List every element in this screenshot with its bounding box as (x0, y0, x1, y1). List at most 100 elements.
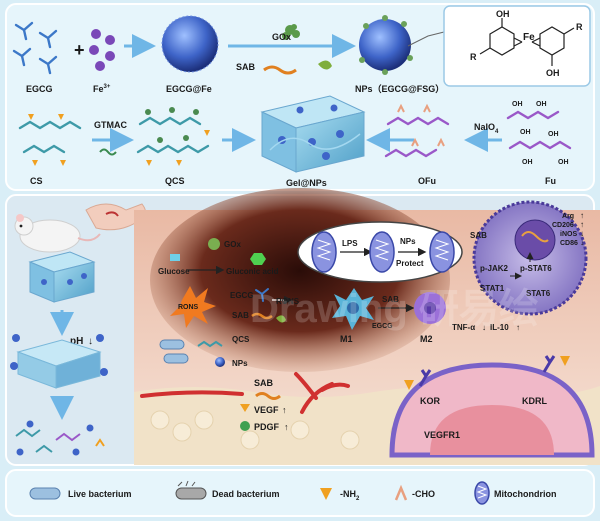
leaf-icon (318, 60, 332, 70)
label-egcg-bottom: EGCG (230, 291, 254, 300)
qcs-quaternary-groups (145, 107, 199, 143)
mitochondrion-protected (429, 231, 455, 273)
label-gluconic-acid: Gluconic acid (226, 267, 279, 276)
marker-list: Arg CD206 iNOS CD86 (552, 213, 578, 247)
label-vegf: VEGF (254, 405, 279, 415)
svg-text:OH: OH (522, 159, 533, 166)
il10-up-arrow: ↑ (516, 323, 520, 332)
label-nps-protect-1: NPs (400, 237, 416, 246)
egcg-molecules (12, 21, 58, 75)
legend-nh2-icon (320, 488, 332, 500)
legend-cho-icon (394, 484, 408, 501)
legend-cho: -CHO (412, 489, 435, 499)
chem-r-right: R (576, 22, 583, 32)
label-gox-bottom: GOx (224, 240, 241, 249)
fe-ions (89, 29, 115, 71)
chem-oh-bottom: OH (546, 68, 560, 78)
label-cs: CS (30, 176, 43, 186)
label-cd206: CD206 (552, 222, 574, 229)
label-pstat6: p-STAT6 (520, 264, 552, 273)
tnf-down-arrow: ↓ (482, 323, 486, 332)
legend-dead-icon (175, 480, 207, 500)
sab-icon-vessel (255, 392, 281, 400)
egcg-molecule-bottom (255, 288, 269, 302)
mitochondrion-lps (369, 231, 395, 273)
label-stat1: STAT1 (480, 284, 505, 293)
label-sab-bottom: SAB (232, 311, 249, 320)
label-fe: Fe3+ (93, 84, 111, 94)
bacterium-icon-2 (163, 353, 189, 364)
label-gtmac: GTMAC (94, 120, 127, 130)
leaf-icon-bottom (276, 315, 286, 323)
label-rons: RONS (276, 297, 300, 306)
gel-swelling (10, 334, 108, 389)
label-gel: Gel@NPs (286, 178, 327, 188)
svg-text:OH: OH (512, 101, 523, 108)
cd86-down-arrow: ↓ (580, 238, 584, 247)
pdgf-icon (240, 421, 250, 431)
chemical-structure (479, 18, 575, 66)
nps-icon-bottom (215, 357, 225, 367)
wound-on-hand (105, 211, 119, 217)
inos-down-arrow: ↓ (580, 229, 584, 238)
vegf-icon (240, 404, 250, 412)
label-qcs: QCS (165, 176, 185, 186)
cs-chains (18, 120, 82, 154)
label-cd86: CD86 (560, 240, 578, 247)
gluconic-acid-icon (250, 253, 266, 265)
plus-sign: + (74, 40, 85, 60)
chem-fe: Fe (523, 32, 535, 43)
legend-nh2: -NH2 (340, 489, 360, 502)
label-pdgf: PDGF (254, 422, 280, 432)
chem-r-left: R (470, 52, 477, 62)
label-egcg: EGCG (26, 84, 53, 94)
label-rons-burst: RONS (178, 304, 199, 311)
blood-vessels (140, 372, 350, 414)
label-inos: iNOS (560, 231, 577, 238)
cell-nucleus (514, 219, 556, 261)
label-kdrl: KDRL (522, 396, 547, 406)
label-vegfr1: VEGFR1 (424, 430, 460, 440)
zoom-line (407, 31, 445, 47)
label-nps: NPs（EGCG@FSG） (355, 84, 444, 94)
endothelial-nucleus (430, 405, 554, 455)
gox-enzyme-icon (282, 24, 300, 40)
label-il10: IL-10 (490, 323, 509, 332)
label-sab-cell: SAB (470, 231, 487, 240)
chemical-structure-box (443, 5, 591, 87)
egcg-fe-particle (162, 16, 218, 72)
label-nps-bottom: NPs (232, 359, 248, 368)
label-tnf: TNF-α (452, 323, 475, 332)
ofu-chains (384, 116, 450, 158)
gel-cube-applied (28, 251, 96, 303)
mouse-illustration (14, 214, 101, 253)
label-sab-vessel: SAB (254, 378, 274, 388)
gtmac-icon (99, 148, 117, 156)
svg-text:OH: OH (548, 131, 559, 138)
label-egcg-fe: EGCG@Fe (166, 84, 212, 94)
gox-enzyme-small (208, 238, 220, 250)
label-glucose: Glucose (158, 267, 190, 276)
ofu-cho-markers (397, 103, 445, 147)
nps-surface-enzymes (359, 15, 413, 75)
qcs-chains (136, 116, 210, 154)
label-pjak2: p-JAK2 (480, 264, 509, 273)
arg-up-arrow: ↑ (580, 211, 584, 220)
legend-mito-icon (474, 481, 490, 505)
degraded-fragments (15, 420, 105, 456)
svg-text:OH: OH (520, 129, 531, 136)
label-m2: M2 (420, 334, 433, 344)
pdgf-up-arrow: ↑ (284, 422, 289, 432)
vegf-up-arrow: ↑ (282, 405, 287, 415)
gel-block (260, 95, 366, 173)
legend-mito: Mitochondrion (494, 489, 557, 499)
label-gox: GOx (272, 32, 291, 42)
legend-live: Live bacterium (68, 489, 132, 499)
bacterium-icon-1 (159, 339, 185, 350)
label-ph: pH (70, 336, 83, 347)
label-fu: Fu (545, 176, 556, 186)
label-qcs-bottom: QCS (232, 335, 250, 344)
legend-panel (5, 469, 595, 517)
